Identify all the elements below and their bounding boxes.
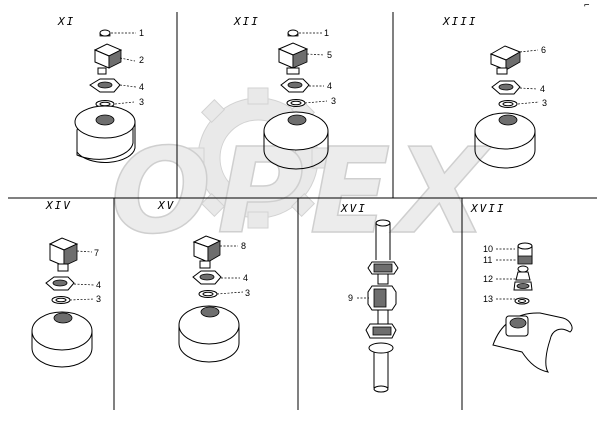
section-dividers (8, 12, 597, 410)
callout-xii-4: 4 (327, 81, 332, 91)
section-label-xii: XII (233, 15, 260, 28)
assembly-xi (74, 29, 137, 163)
assembly-xv (178, 235, 244, 363)
callout-xvii-12: 12 (483, 274, 493, 284)
callout-xiii-3: 3 (542, 98, 547, 108)
callout-xiv-7: 7 (94, 248, 99, 258)
callout-xi-4: 4 (139, 82, 144, 92)
callout-xi-2: 2 (139, 55, 144, 65)
callout-xv-4: 4 (243, 273, 248, 283)
callout-xvii-11: 11 (483, 255, 492, 265)
section-label-xi: XI (57, 15, 75, 28)
callout-xi-3: 3 (139, 97, 144, 107)
section-label-xvi: XVI (340, 202, 367, 215)
section-label-xvii: XVII (470, 202, 506, 215)
assembly-xvi (357, 219, 399, 393)
callout-xvii-10: 10 (483, 244, 493, 254)
callout-xi-1: 1 (139, 28, 144, 38)
callout-xii-3: 3 (331, 96, 336, 106)
assembly-xii (263, 29, 329, 170)
callout-xii-5: 5 (327, 50, 332, 60)
section-label-xv: XV (157, 199, 175, 212)
corner-mark: ⌐ (584, 1, 589, 11)
callout-xv-8: 8 (241, 241, 246, 251)
callout-xvii-13: 13 (483, 294, 493, 304)
callout-xiii-4: 4 (540, 84, 545, 94)
callout-xv-3: 3 (245, 288, 250, 298)
assembly-xiii (474, 45, 540, 169)
assembly-xvii (492, 242, 573, 373)
callout-xvi-9: 9 (348, 293, 353, 303)
callout-xii-1: 1 (324, 28, 329, 38)
assembly-xiv (31, 237, 95, 368)
callout-xiv-3: 3 (96, 294, 101, 304)
section-label-xiv: XIV (45, 199, 72, 212)
callout-xiii-6: 6 (541, 45, 546, 55)
callout-xiv-4: 4 (96, 280, 101, 290)
section-label-xiii: XIII (442, 15, 478, 28)
